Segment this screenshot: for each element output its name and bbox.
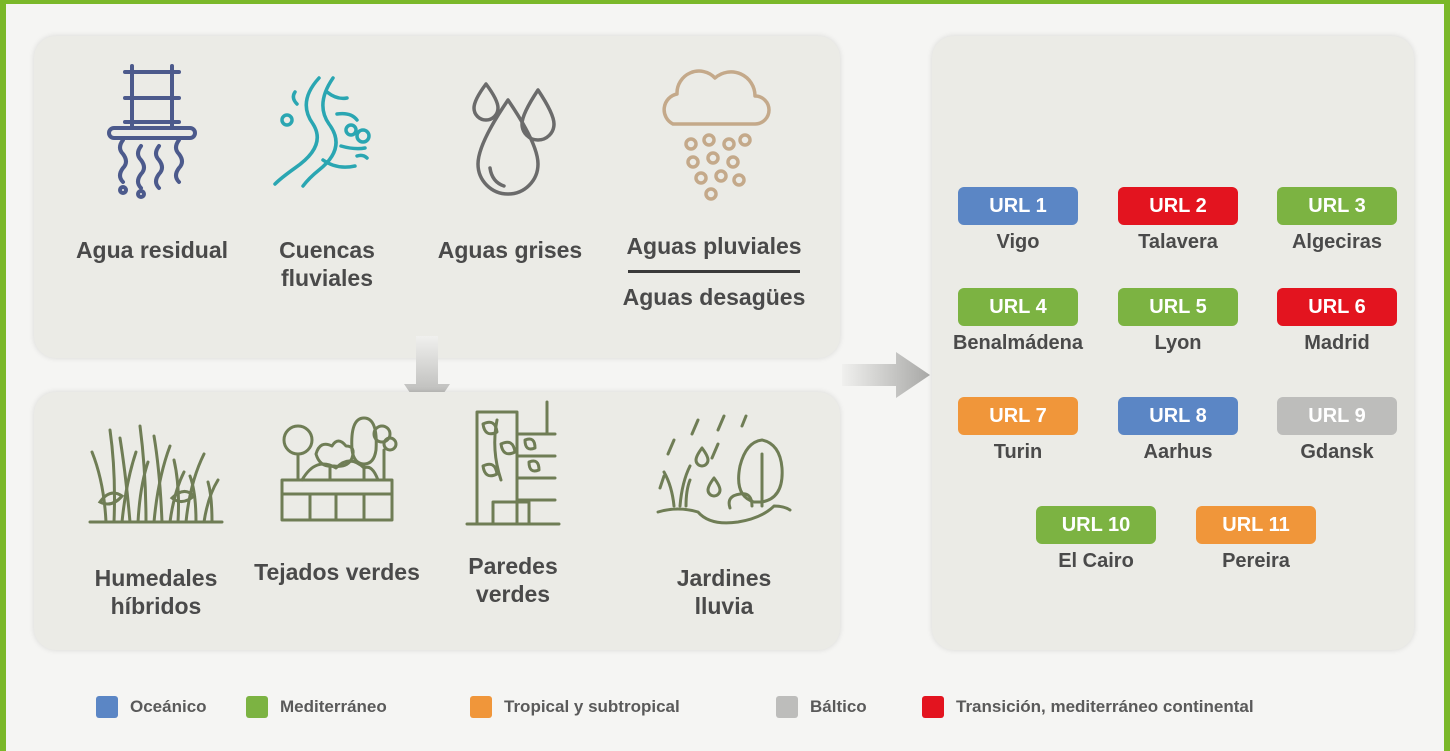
url-badge: URL 8 (1118, 397, 1238, 435)
url-city-label: Aarhus (1143, 441, 1213, 463)
url-city-label: Lyon (1154, 332, 1202, 354)
url-badge: URL 3 (1277, 187, 1397, 225)
divider-line (628, 270, 800, 273)
url-city-label: Gdansk (1300, 441, 1374, 463)
legend-swatch (246, 696, 268, 718)
url-badge: URL 1 (958, 187, 1078, 225)
arrow-right-icon (842, 352, 930, 398)
legend-item-baltico: Báltico (776, 696, 867, 718)
legend-item-oceanico: Oceánico (96, 696, 207, 718)
url-badge: URL 5 (1118, 288, 1238, 326)
legend-item-transicion: Transición, mediterráneo continental (922, 696, 1254, 718)
legend-swatch (470, 696, 492, 718)
green-roof-icon (280, 416, 398, 522)
source-label: Agua residual (75, 237, 229, 263)
url-city-label: Talavera (1138, 231, 1218, 253)
climate-legend: Oceánico Mediterráneo Tropical y subtrop… (0, 696, 1450, 720)
url-badge: URL 9 (1277, 397, 1397, 435)
url-badge: URL 7 (958, 397, 1078, 435)
url-city-label: El Cairo (1058, 550, 1134, 572)
green-wall-icon (465, 400, 561, 526)
rain-cloud-icon (662, 69, 771, 201)
rain-garden-icon (656, 414, 792, 525)
url-badge: URL 4 (958, 288, 1078, 326)
legend-item-tropical: Tropical y subtropical (470, 696, 680, 718)
url-badge: URL 2 (1118, 187, 1238, 225)
water-drops-icon (472, 82, 556, 196)
url-city-label: Turin (993, 441, 1043, 463)
url-city-label: Madrid (1304, 332, 1370, 354)
legend-swatch (776, 696, 798, 718)
url-badge: URL 11 (1196, 506, 1316, 544)
source-rainwater: Aguas pluviales Aguas desagües (614, 60, 814, 311)
legend-label: Mediterráneo (280, 697, 387, 716)
url-city-label: Algeciras (1291, 231, 1383, 253)
legend-label: Tropical y subtropical (504, 697, 680, 716)
wastewater-grate-icon (107, 64, 197, 199)
wetland-reeds-icon (88, 424, 224, 524)
river-basin-icon (273, 76, 371, 188)
source-label-secondary: Aguas desagües (622, 284, 806, 310)
source-wastewater: Agua residual (72, 64, 232, 264)
url-city-label: Benalmádena (952, 332, 1084, 354)
source-label: Aguas pluviales (626, 233, 802, 259)
legend-label: Báltico (810, 697, 867, 716)
url-badge: URL 6 (1277, 288, 1397, 326)
legend-swatch (96, 696, 118, 718)
solution-green-roofs: Tejados verdes (252, 410, 422, 586)
url-city-label: Vigo (996, 231, 1040, 253)
legend-label: Oceánico (130, 697, 207, 716)
legend-label: Transición, mediterráneo continental (956, 697, 1254, 716)
legend-swatch (922, 696, 944, 718)
url-badge: URL 10 (1036, 506, 1156, 544)
legend-item-mediterraneo: Mediterráneo (246, 696, 387, 718)
url-city-label: Pereira (1222, 550, 1290, 572)
source-label: Aguas grises (437, 237, 583, 263)
solution-label: Tejados verdes (254, 559, 420, 585)
source-greywater: Aguas grises (430, 64, 590, 264)
